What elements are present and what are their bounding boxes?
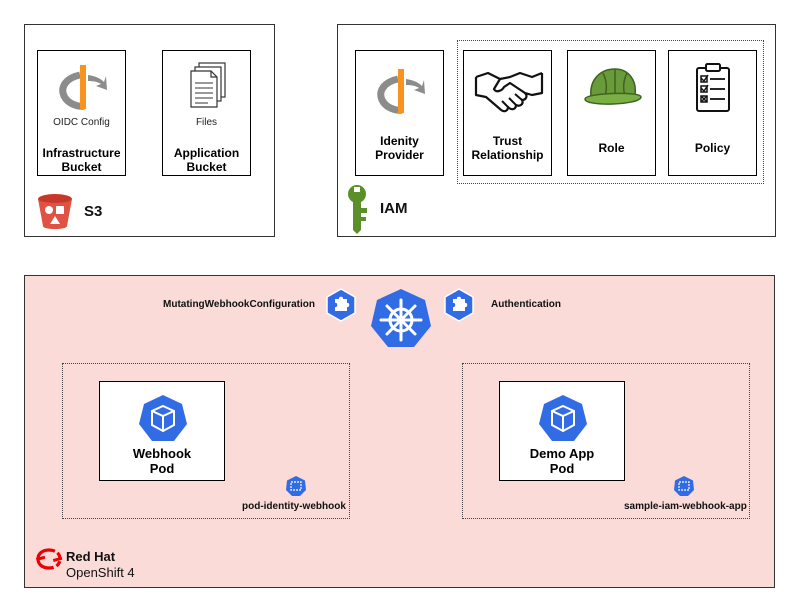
policy-label: Policy: [694, 141, 731, 155]
trust-role-policy-group: [457, 40, 764, 184]
iam-title: IAM: [380, 200, 408, 217]
sample-iam-webhook-app-label: sample-iam-webhook-app: [624, 501, 747, 512]
demo-app-pod-card[interactable]: Demo App Pod: [499, 381, 625, 481]
namespace-icon: [286, 476, 306, 496]
pod-cube-icon: [539, 395, 587, 441]
pod-identity-webhook-namespace: [62, 363, 350, 519]
application-bucket-card[interactable]: Files Application Bucket: [162, 50, 251, 176]
redhat-brand-line1: Red Hat: [66, 549, 116, 564]
demo-app-pod-label-line1: Demo App: [529, 446, 595, 461]
infrastructure-bucket-label-line2: Bucket: [61, 160, 102, 174]
iam-key-icon: [348, 185, 367, 234]
trust-relationship-label-line1: Trust: [492, 134, 523, 148]
infrastructure-bucket-card[interactable]: OIDC Config Infrastructure Bucket: [37, 50, 126, 176]
role-card[interactable]: Role: [567, 50, 656, 176]
openshift-brand-line2: OpenShift 4: [66, 565, 135, 580]
redhat-openshift-logo-icon: [35, 548, 63, 570]
authentication-label: Authentication: [491, 299, 561, 310]
application-bucket-label-line1: Application: [173, 146, 240, 160]
openid-icon: [377, 69, 425, 114]
infrastructure-bucket-label-line1: Infrastructure: [42, 146, 121, 160]
openid-icon: [59, 65, 107, 110]
policy-card[interactable]: Policy: [668, 50, 757, 176]
identity-provider-card[interactable]: Idenity Provider: [355, 50, 444, 176]
handshake-icon: [474, 71, 544, 113]
identity-provider-label-line2: Provider: [375, 148, 424, 162]
application-bucket-label-line2: Bucket: [186, 160, 227, 174]
files-icon: [190, 62, 226, 108]
files-caption: Files: [195, 117, 218, 128]
puzzle-piece-icon[interactable]: [443, 288, 475, 322]
role-label: Role: [598, 141, 625, 155]
kubernetes-logo-icon: [371, 289, 431, 347]
puzzle-piece-icon[interactable]: [325, 288, 357, 322]
webhook-pod-label-line2: Pod: [149, 461, 175, 476]
s3-bucket-icon: [38, 194, 72, 229]
pod-identity-webhook-label: pod-identity-webhook: [242, 501, 346, 512]
trust-relationship-label-line2: Relationship: [471, 148, 544, 162]
hard-hat-icon: [584, 68, 642, 105]
pod-cube-icon: [139, 395, 187, 441]
sample-iam-webhook-app-namespace: [462, 363, 750, 519]
clipboard-checklist-icon: [696, 63, 730, 112]
identity-provider-label-line1: Idenity: [380, 134, 419, 148]
s3-title: S3: [84, 203, 103, 220]
demo-app-pod-label-line2: Pod: [549, 461, 575, 476]
mutating-webhook-configuration-label: MutatingWebhookConfiguration: [163, 299, 316, 310]
webhook-pod-label-line1: Webhook: [132, 446, 192, 461]
webhook-pod-card[interactable]: Webhook Pod: [99, 381, 225, 481]
namespace-icon: [674, 476, 694, 496]
trust-relationship-card[interactable]: Trust Relationship: [463, 50, 552, 176]
oidc-config-caption: OIDC Config: [53, 117, 110, 128]
